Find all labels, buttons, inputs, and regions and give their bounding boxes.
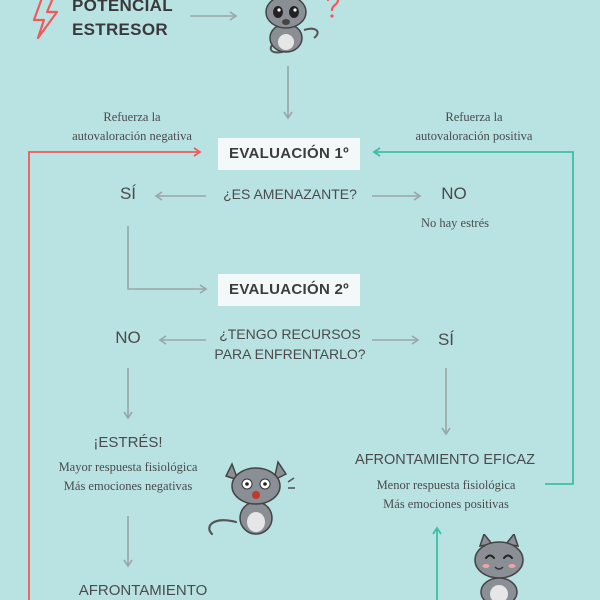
evaluation-1-box: EVALUACIÓN 1º — [218, 138, 360, 170]
arrow-to-eval2 — [127, 226, 208, 294]
stress-line1: Mayor respuesta fisiológica — [58, 460, 198, 474]
ineffective-coping-title: AFRONTAMIENTO — [78, 582, 208, 599]
cat-curious-icon — [265, 0, 340, 54]
loop-positive-line2: autovaloración positiva — [415, 129, 533, 143]
stress-line2: Más emociones negativas — [63, 479, 193, 493]
loop-positive-line — [372, 147, 574, 485]
stress-details: Mayor respuesta fisiológica Más emocione… — [38, 458, 218, 496]
loop-negative-line — [28, 147, 202, 600]
evaluation-2-no: NO — [115, 328, 141, 347]
effective-line2: Más emociones positivas — [383, 497, 509, 511]
stressor-line1: POTENCIAL — [72, 0, 173, 15]
evaluation-2-question-line1: ¿TENGO RECURSOS — [219, 326, 361, 342]
evaluation-2-yes: SÍ — [437, 330, 455, 349]
loop-negative-line1: Refuerza la — [103, 110, 161, 124]
evaluation-2-question-line2: PARA ENFRENTARLO? — [214, 346, 366, 362]
evaluation-1-question: ¿ES AMENAZANTE? — [223, 186, 357, 202]
effective-coping-details: Menor respuesta fisiológica Más emocione… — [356, 476, 536, 514]
cat-happy-icon — [474, 534, 524, 600]
loop-negative-line2: autovaloración negativa — [72, 129, 192, 143]
stressor-label: POTENCIAL ESTRESOR — [72, 0, 173, 42]
lightning-icon — [32, 0, 59, 40]
loop-negative-label: Refuerza la autovaloración negativa — [42, 108, 222, 146]
stressor-line2: ESTRESOR — [72, 20, 168, 39]
loop-positive-label: Refuerza la autovaloración positiva — [384, 108, 564, 146]
evaluation-1-yes: SÍ — [119, 184, 137, 203]
loop-positive-line1: Refuerza la — [445, 110, 503, 124]
cat-scared-icon — [208, 460, 295, 536]
evaluation-2-question: ¿TENGO RECURSOS PARA ENFRENTARLO? — [200, 324, 380, 364]
evaluation-2-box: EVALUACIÓN 2º — [218, 274, 360, 306]
effective-line1: Menor respuesta fisiológica — [376, 478, 516, 492]
effective-coping-title: AFRONTAMIENTO EFICAZ — [355, 452, 535, 468]
stress-title: ¡ESTRÉS! — [93, 434, 163, 451]
evaluation-1-no: NO — [441, 184, 467, 203]
no-stress-text: No hay estrés — [420, 216, 490, 230]
